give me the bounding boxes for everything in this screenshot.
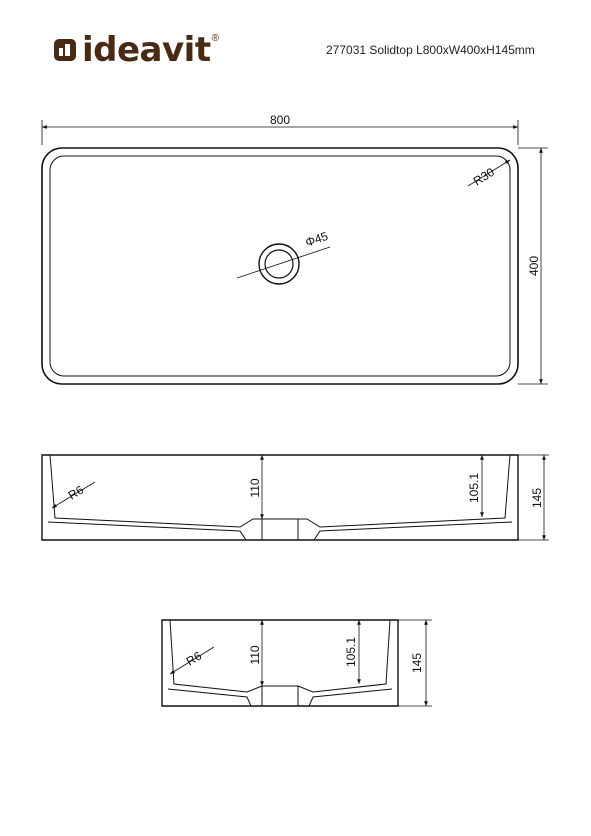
drain-outer-circle	[258, 243, 300, 285]
logo-icon	[54, 39, 76, 61]
drain-diameter-label: Φ45	[304, 229, 331, 250]
brand-name: ideavit	[82, 30, 211, 70]
front-radius-label: R6	[66, 482, 87, 502]
corner-radius-label: R30	[471, 165, 497, 189]
side-view	[161, 619, 432, 707]
front-radius-leader	[51, 481, 96, 509]
front-inner-depth-label: 110	[248, 478, 262, 497]
front-height-label: 145	[530, 488, 544, 508]
basin-inner-outline	[49, 155, 511, 377]
side-edge-depth-label: 105.1	[344, 637, 358, 667]
side-height-label: 145	[410, 653, 424, 673]
front-outer-outline	[41, 454, 519, 541]
basin-outer-outline	[41, 147, 519, 385]
top-view	[41, 120, 548, 385]
front-view	[41, 454, 549, 541]
front-edge-depth-label: 105.1	[467, 473, 481, 503]
drain-diameter-leader	[236, 246, 331, 279]
side-inner-depth-label: 110	[248, 645, 262, 664]
brand-logo: ideavit ®	[54, 30, 219, 70]
drain-inner-circle	[264, 249, 294, 279]
width-label: 400	[527, 256, 541, 276]
side-radius-leader	[169, 646, 215, 675]
registered-mark: ®	[211, 32, 219, 44]
length-label: 800	[270, 113, 290, 127]
product-title: 277031 Solidtop L800xW400xH145mm	[326, 43, 535, 57]
side-radius-label: R6	[184, 648, 205, 668]
corner-radius-leader	[467, 159, 511, 187]
